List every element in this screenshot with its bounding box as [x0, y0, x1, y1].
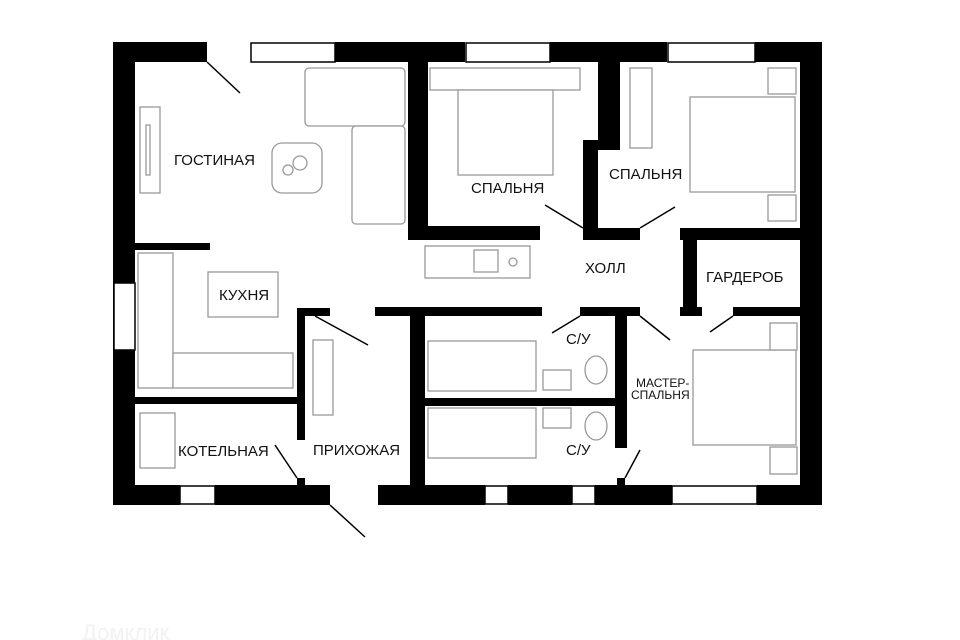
windows [113, 42, 758, 505]
label-kitchen: КУХНЯ [219, 287, 269, 304]
label-hall: ХОЛЛ [585, 260, 626, 277]
label-boiler: КОТЕЛЬНАЯ [178, 443, 269, 460]
label-bedroom-1: СПАЛЬНЯ [471, 180, 544, 197]
label-master-line2: СПАЛЬНЯ [631, 388, 690, 402]
room-labels: ГОСТИНАЯ КУХНЯ СПАЛЬНЯ СПАЛЬНЯ ХОЛЛ ГАРД… [174, 152, 784, 460]
walls [113, 42, 822, 505]
watermark: Домклик [82, 620, 170, 640]
doors [206, 61, 734, 538]
label-wardrobe: ГАРДЕРОБ [706, 269, 784, 286]
label-entrance: ПРИХОЖАЯ [313, 442, 400, 459]
label-living: ГОСТИНАЯ [174, 152, 255, 169]
furniture [137, 67, 798, 475]
label-bathroom-1: С/У [566, 331, 591, 348]
label-bedroom-2: СПАЛЬНЯ [609, 166, 682, 183]
label-master-line1: МАСТЕР- [636, 376, 689, 390]
label-bathroom-2: С/У [566, 442, 591, 459]
